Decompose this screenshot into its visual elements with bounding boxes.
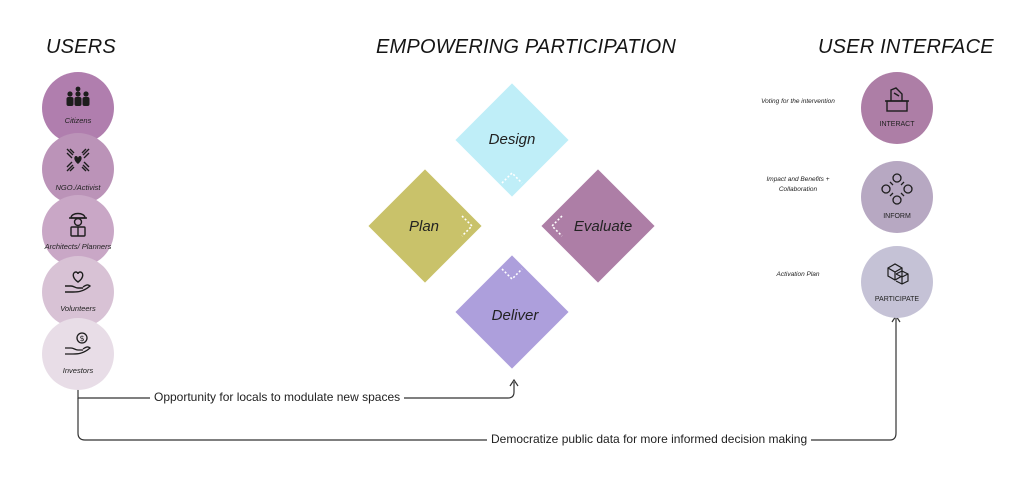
- locals-flow-text: Opportunity for locals to modulate new s…: [150, 390, 405, 404]
- ui-participate: PARTICIPATE: [861, 246, 933, 318]
- user-investors: $ Investors: [42, 318, 114, 390]
- hands-heart-icon: [42, 147, 114, 178]
- people-group-icon: [42, 86, 114, 113]
- ui-interact-label: INTERACT: [879, 121, 915, 128]
- ui-inform: INFORM: [861, 161, 933, 233]
- locals-arrowhead: [509, 378, 519, 387]
- user-ngo-activist: NGO./Activist: [42, 133, 114, 205]
- ui-inform-label: INFORM: [883, 213, 911, 220]
- empowering-heading: EMPOWERING PARTICIPATION: [376, 36, 677, 58]
- participate-note: Activation Plan: [776, 271, 820, 278]
- data-flow-text: Democratize public data for more informe…: [487, 432, 812, 446]
- ui-participate-label: PARTICIPATE: [874, 296, 920, 303]
- user-volunteers: Volunteers: [42, 256, 114, 328]
- user-interface-heading: USER INTERFACE: [818, 36, 994, 58]
- ballot-box-icon: [861, 84, 933, 119]
- user-architects-planners: Architects/ Planners: [42, 195, 114, 267]
- stage-deliver-label: Deliver: [491, 307, 539, 324]
- user-volunteers-label: Volunteers: [60, 304, 96, 313]
- worker-helmet-icon: [42, 209, 114, 242]
- network-people-icon: [861, 173, 933, 210]
- users-heading: USERS: [46, 36, 116, 58]
- cubes-icon: [861, 258, 933, 293]
- hand-heart-icon: [42, 270, 114, 301]
- ui-interact: INTERACT: [861, 72, 933, 144]
- inform-note: Impact and Benefits + Collaboration: [766, 176, 830, 193]
- locals-flow-line: [77, 382, 515, 399]
- user-architects-label: Architects/ Planners: [44, 242, 112, 251]
- interact-note: Voting for the intervention: [761, 98, 835, 105]
- stage-evaluate-label: Evaluate: [573, 218, 633, 235]
- user-citizens: Citizens: [42, 72, 114, 144]
- hand-coin-icon: $: [42, 332, 114, 363]
- user-investors-label: Investors: [62, 366, 94, 375]
- user-ngo-label: NGO./Activist: [55, 183, 101, 192]
- svg-text:$: $: [79, 334, 84, 343]
- stage-design-label: Design: [488, 131, 536, 148]
- user-citizens-label: Citizens: [64, 116, 92, 125]
- stage-plan-label: Plan: [408, 218, 440, 235]
